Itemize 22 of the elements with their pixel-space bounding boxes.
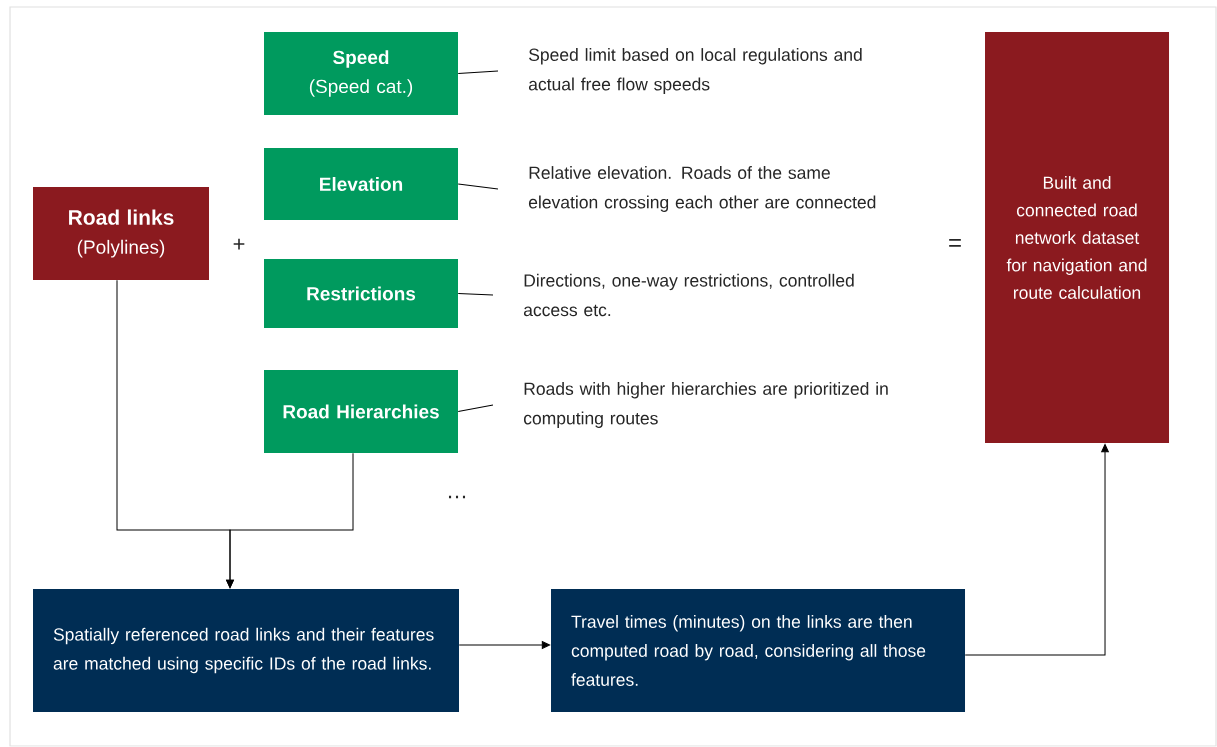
process-box: Spatially referenced road links and their features are matched using specific IDs of the road links.: [33, 589, 459, 712]
arrow: [226, 452, 354, 589]
description-text: Speed limit based on local regulations and actual free flow speeds: [528, 48, 862, 94]
feature-box: Speed (Speed cat.): [264, 32, 458, 115]
connector-line: [457, 404, 494, 412]
connector-line: [457, 70, 499, 74]
arrow: [458, 641, 551, 649]
description-text: Roads with higher hierarchies are prioritized in computing routes: [523, 382, 888, 428]
input-box: Road links (Polylines): [33, 187, 209, 280]
result-box: Built and connected road network dataset for navigation and route calculation: [985, 32, 1169, 443]
process-box: Travel times (minutes) on the links are then computed road by road, considering all those features.: [551, 589, 965, 712]
operator-sign: =: [949, 239, 961, 247]
operator-sign: …: [449, 495, 466, 499]
operator-sign: +: [233, 238, 245, 250]
connector-line: [457, 183, 499, 190]
feature-box: Restrictions: [264, 259, 458, 328]
description-text: Relative elevation. Roads of the same elevation crossing each other are connected: [528, 166, 876, 212]
arrow: [964, 443, 1109, 656]
feature-box: Elevation: [264, 148, 458, 220]
feature-box: Road Hierarchies: [264, 370, 458, 453]
connector-line: [457, 293, 494, 296]
description-text: Directions, one-way restrictions, controlled access etc.: [523, 273, 854, 317]
